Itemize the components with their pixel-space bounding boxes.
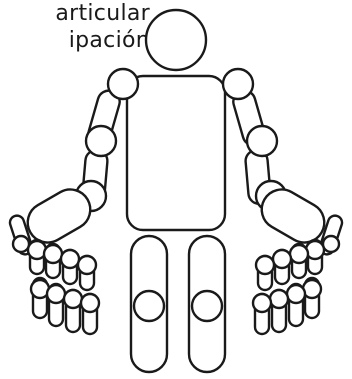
left-knuckle-2 [44, 245, 62, 263]
right-thumb-joint [323, 236, 339, 252]
left-knuckle-3 [61, 250, 79, 268]
left-thumb-joint [13, 236, 29, 252]
right-mid-joint-2 [287, 285, 305, 303]
left-shoulder-joint [108, 69, 138, 99]
right-mid-joint-4 [253, 294, 271, 312]
right-elbow-joint [247, 126, 277, 156]
left-knee-joint [134, 291, 164, 321]
torso [127, 76, 225, 230]
right-knee-joint [192, 291, 222, 321]
head [146, 10, 206, 70]
right-knuckle-2 [290, 245, 308, 263]
left-knuckle-4 [78, 256, 96, 274]
right-knuckle-4 [256, 256, 274, 274]
right-shoulder-joint [223, 69, 253, 99]
right-mid-joint-3 [270, 290, 288, 308]
left-mid-joint-4 [81, 294, 99, 312]
left-elbow-joint [86, 126, 116, 156]
left-mid-joint-3 [64, 290, 82, 308]
right-knuckle-3 [273, 250, 291, 268]
left-mid-joint-2 [47, 285, 65, 303]
